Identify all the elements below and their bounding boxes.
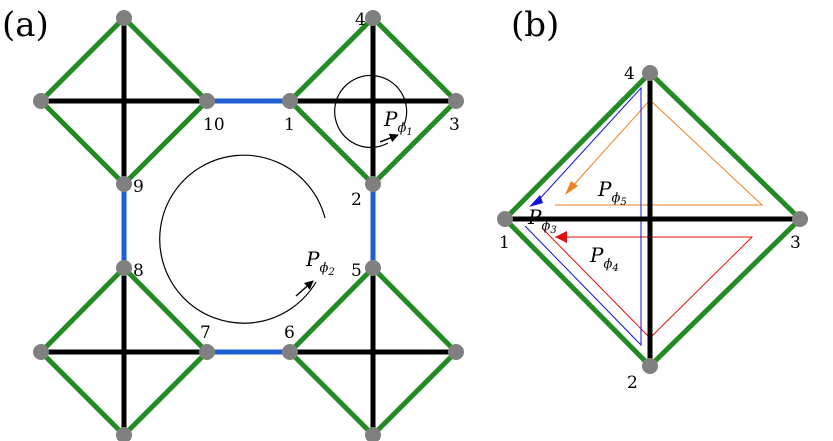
diamond-top-right: [286, 14, 460, 188]
path-label-p-phi2: Pϕ2: [305, 247, 335, 278]
node-label-8: 8: [133, 261, 144, 281]
path-label-p-phi5: Pϕ5: [597, 177, 627, 208]
diamond-top-left: [37, 14, 211, 188]
node-label-2: 2: [351, 190, 362, 210]
panel-b: 1 2 3 4 Pϕ5 Pϕ3 Pϕ4 (b): [497, 5, 808, 393]
node-label-7: 7: [200, 323, 211, 343]
loop-p-phi2: [159, 154, 326, 324]
node: [33, 344, 49, 360]
node-2: [365, 176, 381, 192]
node-4: [365, 10, 381, 26]
node-b-1: [497, 211, 513, 227]
diamond-bottom-left: [37, 264, 211, 439]
node-5: [365, 260, 381, 276]
path-p-phi4: [541, 227, 754, 339]
loop-p-phi1: [334, 74, 408, 149]
node-label-3: 3: [449, 115, 460, 135]
node-label-6: 6: [284, 323, 295, 343]
node: [448, 344, 464, 360]
nodes-a: [33, 10, 464, 441]
node-label-9: 9: [133, 177, 144, 197]
node-label-5: 5: [351, 261, 362, 281]
node: [365, 427, 381, 441]
path-p-phi5: [555, 99, 764, 206]
node-b-3: [792, 211, 808, 227]
node-labels-a: 1 2 3 4 5 6 7 8 9 10: [133, 10, 460, 343]
path-label-p-phi3: Pϕ3: [527, 205, 557, 236]
node-7: [199, 344, 215, 360]
node: [116, 427, 132, 441]
nodes-b: [497, 65, 808, 374]
panel-label-a: (a): [2, 5, 49, 45]
node-b-4: [642, 65, 658, 81]
panel-a: 1 2 3 4 5 6 7 8 9 10 Pϕ1 Pϕ2 (a): [2, 5, 464, 441]
node: [116, 10, 132, 26]
path-label-p-phi1: Pϕ1: [383, 107, 413, 138]
node-6: [282, 344, 298, 360]
node-label-1: 1: [284, 115, 295, 135]
node-b-label-4: 4: [624, 64, 635, 84]
node: [33, 93, 49, 109]
node-1: [282, 93, 298, 109]
node-b-2: [642, 358, 658, 374]
path-label-p-phi4: Pϕ4: [589, 243, 619, 274]
panel-label-b: (b): [511, 5, 559, 45]
diamond-bottom-right: [286, 264, 460, 439]
node-label-4: 4: [355, 10, 366, 30]
node-10: [199, 93, 215, 109]
node-b-label-1: 1: [499, 233, 510, 253]
node-3: [448, 93, 464, 109]
node-8: [116, 260, 132, 276]
node-b-label-2: 2: [627, 373, 638, 393]
node-label-10: 10: [203, 115, 225, 135]
link-edges: [121, 98, 376, 355]
node-b-label-3: 3: [790, 233, 801, 253]
node-9: [116, 176, 132, 192]
